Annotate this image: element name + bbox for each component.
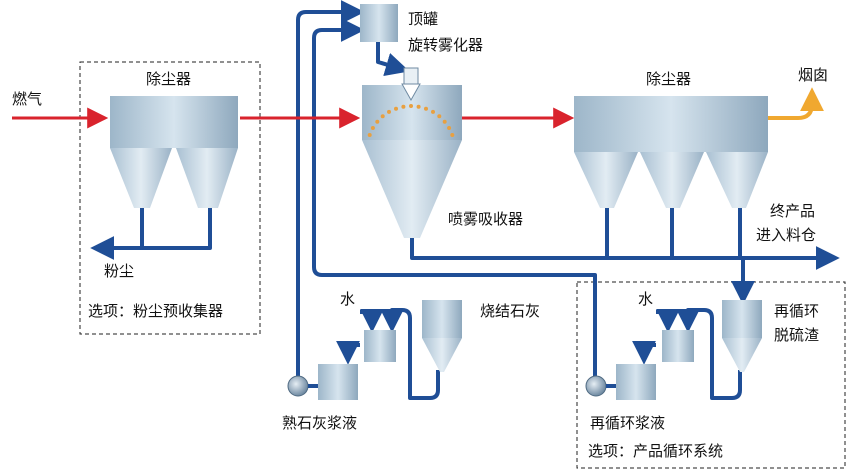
- recycle-mixer: [662, 330, 694, 362]
- water-left-label: 水: [340, 290, 355, 308]
- main-collector: [574, 96, 768, 208]
- recycle-slurry-pump: [585, 375, 607, 397]
- recycle-slurry-riser: [312, 18, 597, 383]
- lime-to-mixer: [380, 308, 440, 400]
- spray-absorber-label: 喷雾吸收器: [448, 210, 523, 228]
- spray-droplet: [447, 126, 452, 130]
- final-product-label-1: 终产品: [770, 202, 815, 220]
- spray-droplet: [409, 104, 413, 108]
- spray-droplet: [370, 126, 375, 130]
- spray-droplet: [367, 133, 372, 137]
- precollector-option-box: [79, 61, 261, 335]
- recycle-option-label: 选项：产品循环系统: [588, 442, 723, 460]
- recycle-residue-silo: [722, 300, 762, 372]
- water-right-label: 水: [638, 290, 653, 308]
- precollector-option-label: 选项：粉尘预收集器: [88, 302, 223, 320]
- spray-droplet: [424, 106, 428, 111]
- recycle-slurry-label: 再循环浆液: [590, 414, 665, 432]
- recycle-residue-label-1: 再循环: [774, 302, 819, 320]
- recycle-option-box: [576, 281, 846, 469]
- dust-label: 粉尘: [104, 262, 134, 280]
- absorber-product-line: [410, 238, 840, 270]
- final-product-label-2: 进入料仓: [756, 226, 816, 244]
- spray-droplet: [380, 114, 385, 119]
- spray-absorber: [362, 67, 462, 238]
- dust-line: [95, 205, 212, 248]
- tank-to-atomizer: [376, 40, 410, 77]
- slaked-lime-riser: [296, 0, 365, 383]
- recycle-slurry-tank: [616, 364, 656, 400]
- main-collector-title: 除尘器: [646, 70, 691, 88]
- slaked-lime-pump: [287, 375, 309, 397]
- residue-to-mixer: [676, 308, 742, 400]
- slaked-lime-tank: [318, 364, 358, 400]
- spray-pattern: [367, 104, 455, 137]
- mixer-to-recycle-tank: [632, 340, 656, 365]
- spray-droplet: [375, 119, 380, 124]
- recycle-residue-label-2: 脱硫渣: [774, 326, 819, 344]
- water-inlet-left: [360, 308, 384, 333]
- flue-gas-label: 燃气: [12, 90, 42, 108]
- spray-droplet: [401, 104, 406, 109]
- top-tank: [360, 4, 398, 42]
- chimney-label: 烟囱: [798, 66, 828, 84]
- water-inlet-right: [656, 308, 680, 333]
- clean-gas-arrow: [768, 87, 824, 120]
- liquid-lines: [95, 0, 840, 400]
- sinter-lime-silo: [422, 300, 462, 372]
- sinter-lime-label: 烧结石灰: [480, 302, 540, 320]
- spray-droplet: [437, 114, 442, 119]
- spray-droplet: [450, 133, 455, 137]
- slaked-lime-slurry-label: 熟石灰浆液: [282, 414, 357, 432]
- spray-droplet: [416, 104, 421, 109]
- top-tank-label: 顶罐: [408, 10, 438, 28]
- mixer-to-slurry-tank: [336, 340, 360, 365]
- spray-droplet: [387, 109, 391, 114]
- lime-mixer: [364, 330, 396, 362]
- precollector: [110, 96, 238, 208]
- spray-droplet: [431, 109, 435, 114]
- spray-droplet: [394, 106, 398, 111]
- rotary-atomizer-label: 旋转雾化器: [408, 36, 483, 54]
- precollector-title: 除尘器: [146, 70, 191, 88]
- spray-droplet: [442, 119, 447, 124]
